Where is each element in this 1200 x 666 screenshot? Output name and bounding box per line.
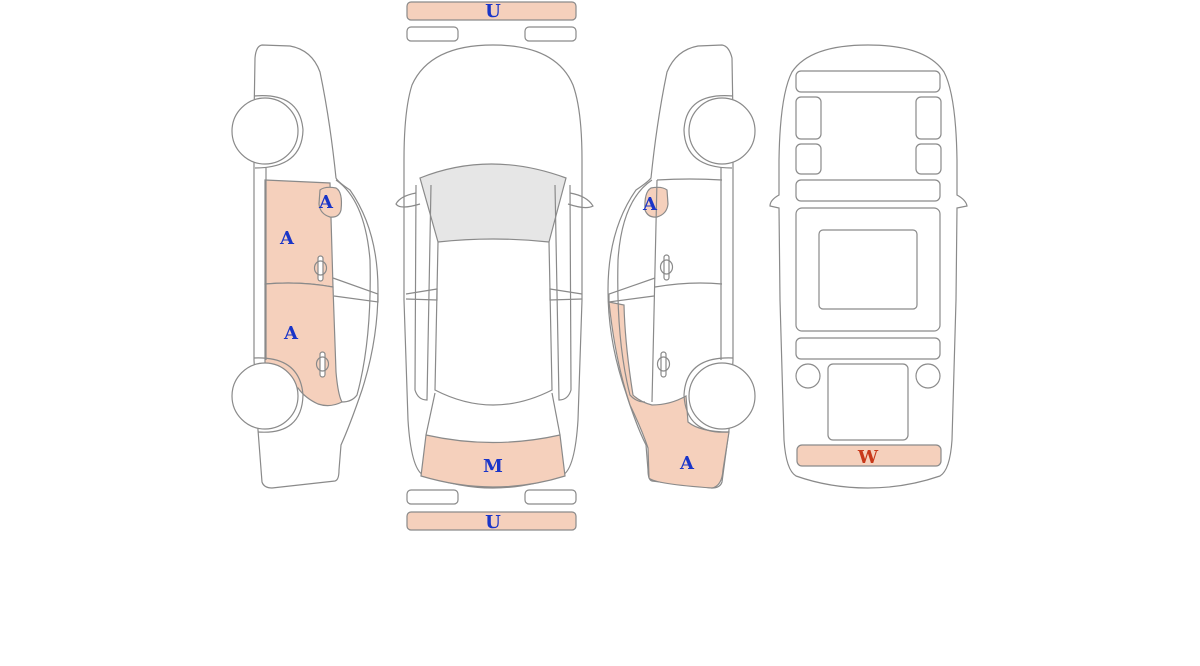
rear-left-circle xyxy=(795,363,821,389)
front-bumper-part[interactable] xyxy=(406,1,577,21)
dashboard-panel xyxy=(795,70,941,93)
front-left-light xyxy=(406,26,459,42)
rear-panel-part[interactable] xyxy=(796,444,942,467)
top-left-mirror xyxy=(395,192,421,208)
left-front-wheel xyxy=(231,97,299,165)
right-rear-quarter-label: A xyxy=(679,453,695,474)
roof-outline xyxy=(434,241,553,406)
center-strip xyxy=(795,179,941,202)
right-pillar-line xyxy=(608,277,656,303)
rear-right-circle xyxy=(915,363,941,389)
right-front-arch xyxy=(683,95,734,169)
rear-left-light xyxy=(406,489,459,505)
right-c-line xyxy=(551,392,561,436)
right-window-line xyxy=(617,179,653,403)
rear-box xyxy=(827,363,909,441)
front-bumper-label: U xyxy=(485,1,501,22)
mid-left-seat xyxy=(795,143,822,175)
interior-view: W xyxy=(769,44,968,489)
right-rear-door-handle xyxy=(656,351,671,378)
right-a-pillar xyxy=(549,288,583,301)
windshield xyxy=(419,163,567,243)
left-c-line xyxy=(425,392,436,436)
rear-panel-label: W xyxy=(857,447,879,468)
left-pillar-line xyxy=(332,277,379,303)
left-mirror-part[interactable] xyxy=(318,186,343,218)
left-front-door-label: A xyxy=(279,228,295,249)
trunk-lid-label: M xyxy=(483,456,503,477)
right-front-door-handle xyxy=(659,254,674,281)
right-side-view: A A xyxy=(607,44,756,489)
left-side-rail xyxy=(414,184,432,401)
left-side-view: A A A xyxy=(231,44,379,489)
right-rear-wheel xyxy=(688,362,756,430)
top-right-mirror xyxy=(567,192,594,209)
rear-strip xyxy=(795,337,941,360)
left-mirror-label: A xyxy=(318,192,334,213)
trunk-lid-part[interactable] xyxy=(420,434,566,488)
left-front-door-handle xyxy=(313,255,328,282)
left-a-pillar xyxy=(405,288,438,301)
right-mirror-label: A xyxy=(642,194,658,215)
cargo-inner xyxy=(818,229,918,310)
front-right-seat xyxy=(915,96,942,140)
left-front-arch xyxy=(253,95,304,169)
left-rear-wheel xyxy=(231,362,299,430)
top-view: U M U xyxy=(395,1,594,533)
top-view-body xyxy=(403,44,583,489)
front-right-light xyxy=(524,26,577,42)
right-rear-arch xyxy=(683,357,734,433)
left-rear-door-label: A xyxy=(283,323,299,344)
front-left-seat xyxy=(795,96,822,140)
right-side-rail xyxy=(554,184,572,401)
right-door-line xyxy=(651,178,723,403)
left-window-line xyxy=(335,179,371,403)
mid-right-seat xyxy=(915,143,942,175)
left-rear-door-handle xyxy=(315,351,330,378)
right-front-wheel xyxy=(688,97,756,165)
rear-bumper-part[interactable] xyxy=(406,511,577,531)
rear-bumper-label: U xyxy=(485,512,501,533)
left-rear-arch xyxy=(253,357,304,433)
rear-right-light xyxy=(524,489,577,505)
right-rear-quarter-panel[interactable] xyxy=(608,301,730,489)
